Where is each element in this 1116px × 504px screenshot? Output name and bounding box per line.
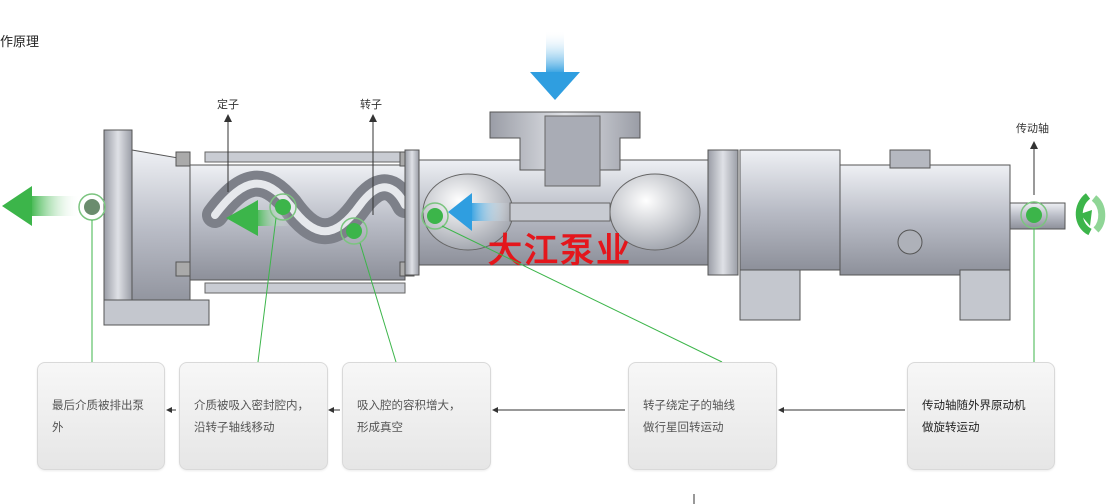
marker-dot — [84, 199, 100, 215]
flow-arrow-icon — [448, 193, 510, 231]
step-box-planetary: 转子绕定子的轴线 做行星回转运动 — [628, 362, 777, 470]
stator-label: 定子 — [217, 97, 239, 111]
arrow-left-outlet-icon — [2, 186, 80, 226]
rotor-label: 转子 — [360, 97, 382, 111]
label-drive-shaft: 传动轴 — [1016, 121, 1049, 195]
marker-dot — [346, 223, 362, 239]
marker-ring — [340, 217, 368, 245]
step-text: 吸入腔的容积增大， 形成真空 — [357, 398, 461, 434]
marker-ring — [269, 193, 297, 221]
pump-body — [103, 111, 1066, 326]
marker-dot — [427, 208, 443, 224]
watermark-text: 大江泵业 — [488, 231, 632, 271]
step-text: 介质被吸入密封腔内， 沿转子轴线移动 — [194, 398, 309, 434]
marker-dot — [275, 199, 291, 215]
step-box-discharge: 最后介质被排出泵外 — [37, 362, 165, 470]
page-title: 作原理 — [0, 35, 40, 50]
rotate-icon — [1075, 193, 1106, 236]
process-arrows — [166, 407, 905, 504]
step-text: 转子绕定子的轴线 做行星回转运动 — [643, 398, 735, 434]
label-rotor: 转子 — [360, 97, 382, 215]
drive-shaft-label: 传动轴 — [1016, 121, 1049, 135]
step-text: 最后介质被排出泵外 — [52, 398, 144, 434]
arrow-down-inlet-icon — [530, 30, 580, 100]
step-text: 传动轴随外界原动机 做旋转运动 — [922, 398, 1026, 434]
marker-dot — [1026, 207, 1042, 223]
leader-lines — [91, 217, 1035, 363]
step-box-vacuum: 吸入腔的容积增大， 形成真空 — [342, 362, 491, 470]
step-box-sealed-cavity: 介质被吸入密封腔内， 沿转子轴线移动 — [179, 362, 328, 470]
marker-ring — [421, 202, 449, 230]
step-box-drive: 传动轴随外界原动机 做旋转运动 — [907, 362, 1055, 470]
label-stator: 定子 — [217, 97, 239, 192]
